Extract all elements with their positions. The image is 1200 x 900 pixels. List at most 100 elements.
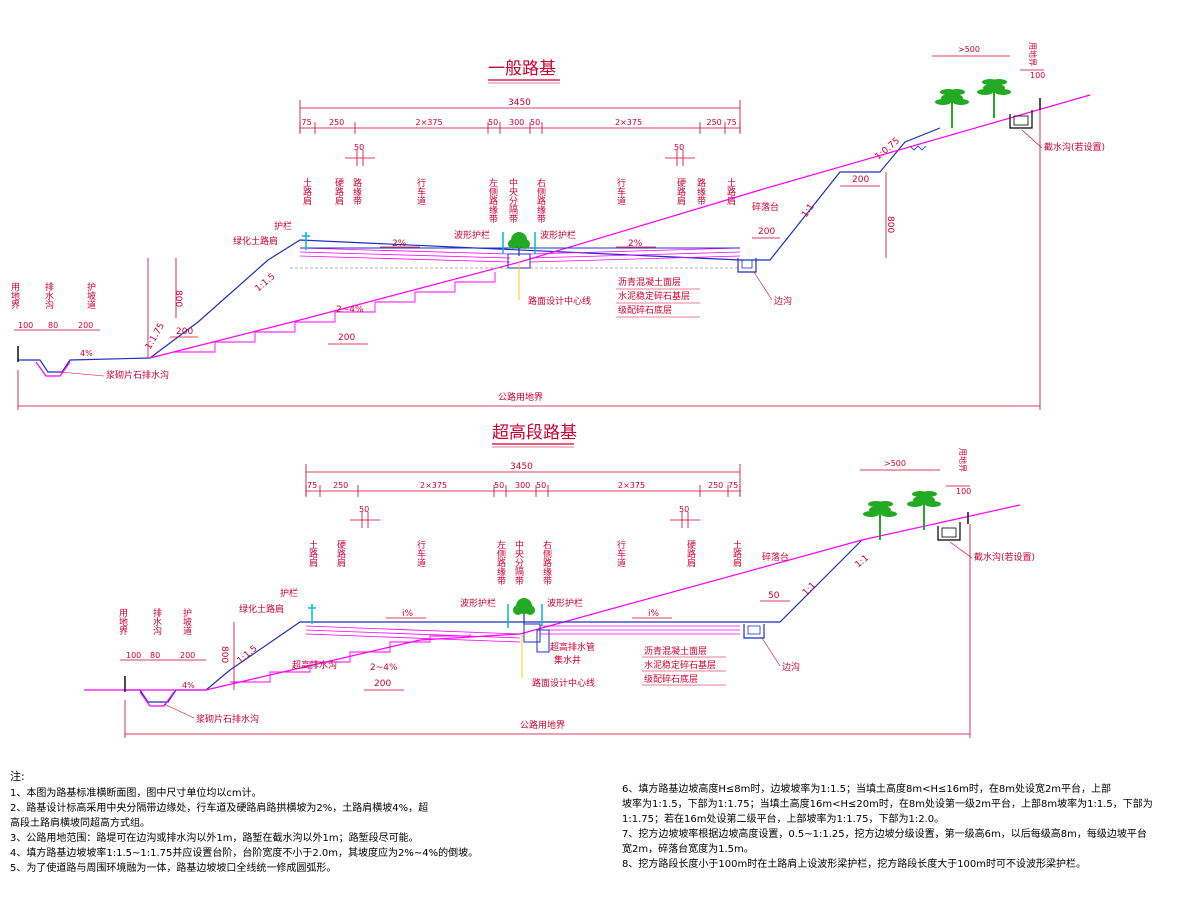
pavement-layers-2 (305, 625, 740, 643)
lane-label: 右侧路缘带 (535, 177, 546, 224)
lane-label: 行车道 (415, 539, 426, 568)
label-green-shoulder: 绿化土路肩 (233, 235, 278, 247)
label-right-boundary: 用地界 (1028, 42, 1038, 66)
dim-subdivision-label: 75 (728, 481, 738, 490)
dim-small-right-label: 50 (674, 143, 684, 152)
label-pavement1-2: 沥青混凝土面层 (644, 645, 707, 657)
dim-subdivision-label: 50 (488, 118, 498, 127)
lane-label: 左侧路缘带 (487, 177, 498, 224)
label-cut-slope1-2: 1:1 (801, 581, 818, 598)
dim-small-right (665, 150, 695, 166)
dim-subdivision-label: 300 (509, 118, 524, 127)
lane-label: 硬路肩 (675, 178, 686, 206)
note-line: 5、为了使道路与周围环境融为一体，路基边坡坡口全线统一修成圆弧形。 (10, 863, 337, 874)
tree-leaf-icon (877, 501, 893, 507)
label-plat-w2: 200 (758, 227, 775, 237)
benching-steps-2 (230, 634, 471, 683)
notes-heading: 注: (10, 770, 25, 783)
dim-subdivision-label: 75 (307, 481, 317, 490)
pavement-layers (290, 247, 741, 269)
label-ditch-w1: 100 (18, 321, 33, 330)
label-collect-well: 集水井 (554, 654, 581, 666)
note-line: 6、填方路基边坡高度H≤8m时，边坡坡率为1:1.5；当填土高度8m<H≤16m… (622, 784, 1112, 795)
label-fill-slope: 1:1.5 (254, 272, 278, 294)
label-ditch-slope-2: 4% (182, 681, 195, 690)
dim-subdivision-label: 75 (727, 118, 737, 127)
label-step-slope-2: 2~4% (370, 663, 398, 673)
note-line: 1:1.75；若在16m处设第二级平台，上部坡率为1:1.75，下部为1:2.0… (622, 814, 945, 825)
label-platform-2: 碎落台 (762, 551, 789, 563)
tree-leaf-icon (949, 89, 965, 95)
lane-labels: 土路肩路缘带硬路肩行车道左侧路缘带中央分隔带右侧路缘带行车道硬路肩路缘带土路肩 (301, 177, 736, 224)
lane-label: 硬路肩 (685, 540, 696, 568)
label-ditch-w2: 80 (48, 321, 58, 330)
lane-label: 土路肩 (731, 539, 742, 568)
dim-small-left-label: 50 (354, 143, 364, 152)
label-cut-h: 800 (885, 216, 895, 233)
lane-label: 用地界 (9, 282, 20, 310)
notes-panel: 注: 1、本图为路基标准横断面图，图中尺寸单位均以cm计。 2、路基设计标高采用… (8, 768, 1192, 896)
dim-small-left (345, 150, 375, 166)
label-green-shoulder-2: 绿化土路肩 (239, 603, 284, 615)
label-top-right-small-2: 100 (956, 487, 971, 496)
label-pavement3: 级配碎石底层 (618, 304, 672, 316)
label-pavement2-2: 水泥稳定碎石基层 (644, 659, 716, 671)
ground-line (18, 127, 941, 373)
dim-subdivision-label: 75 (302, 118, 312, 127)
tree-leaf-icon (881, 511, 897, 517)
lane-label: 左侧路缘带 (495, 539, 506, 586)
label-left-drain: 浆砌片石排水沟 (106, 369, 169, 381)
label-slope-left-2: i% (402, 609, 414, 619)
lane-label: 土路肩 (301, 177, 312, 206)
label-cut-slope2-2: 1:1 (854, 553, 872, 570)
label-slope-right-2: i% (648, 609, 660, 619)
note-line: 3、公路用地范围：路堤可在边沟或排水沟以外1m，路堑在截水沟以外1m；路堑段尽可… (10, 833, 419, 844)
label-pavement1: 沥青混凝土面层 (618, 276, 681, 288)
side-ditch-icon-2 (743, 624, 765, 639)
dim-subdivision-label: 2×375 (416, 118, 443, 127)
trees-icon (935, 79, 1011, 128)
label-pavement2: 水泥稳定碎石基层 (618, 290, 690, 302)
label-ditch-w2-2: 80 (150, 651, 160, 660)
tree-leaf-icon (977, 89, 993, 95)
label-ditch-w3: 200 (78, 321, 93, 330)
tree-leaf-icon (921, 491, 937, 497)
label-top-right-2: >500 (884, 459, 906, 468)
tree-leaf-icon (925, 501, 941, 507)
lane-label: 排水沟 (151, 607, 162, 636)
label-slope-right: 2% (628, 239, 643, 249)
label-median-rail-right-2: 波形护栏 (547, 597, 583, 609)
dim-small-right-2-label: 50 (679, 505, 689, 514)
lane-label: 中央分隔带 (513, 539, 524, 586)
dim-total-width-2-label: 3450 (510, 462, 533, 472)
label-guardrail-left-2: 护栏 (280, 587, 298, 599)
label-top-right-small: 100 (1030, 71, 1045, 80)
label-step-w-2: 200 (374, 679, 391, 689)
lane-label: 硬路肩 (335, 540, 346, 568)
label-median-rail-left: 波形护栏 (454, 229, 490, 241)
notes-left: 注: 1、本图为路基标准横断面图，图中尺寸单位均以cm计。 2、路基设计标高采用… (10, 768, 610, 876)
label-intercept-2: 截水沟(若设置) (974, 551, 1035, 563)
dim-small-left-2-label: 50 (359, 505, 369, 514)
label-top-right: >500 (958, 45, 980, 54)
label-fill-slope-2: 1:1.5 (236, 644, 260, 666)
label-ditch-w1-2: 100 (126, 651, 141, 660)
label-cut-slope3: 1:0.75 (874, 136, 902, 162)
dim-small-left-2 (350, 512, 380, 528)
label-guardrail-left: 护栏 (274, 220, 292, 232)
note-line: 宽2m，碎落台宽度为1.5m。 (622, 844, 754, 855)
label-step-w: 200 (338, 333, 355, 343)
lane-label: 行车道 (615, 177, 626, 206)
note-line: 8、挖方路段长度小于100m时在土路肩上设波形梁护栏，挖方路段长度大于100m时… (622, 859, 1087, 870)
lane-label: 护坡道 (181, 607, 192, 636)
label-ditch-slope: 4% (80, 349, 93, 358)
label-fill-h-2: 800 (219, 646, 229, 663)
lane-label: 硬路肩 (333, 178, 344, 206)
dim-subdivision-label: 250 (329, 118, 344, 127)
label-side-ditch-2: 边沟 (782, 661, 800, 673)
label-super-drain: 超高排水管 (550, 641, 595, 653)
label-right-boundary-2: 用地界 (958, 448, 968, 472)
dim-subdivision-label: 50 (536, 481, 546, 490)
lane-label: 路缘带 (351, 177, 362, 206)
